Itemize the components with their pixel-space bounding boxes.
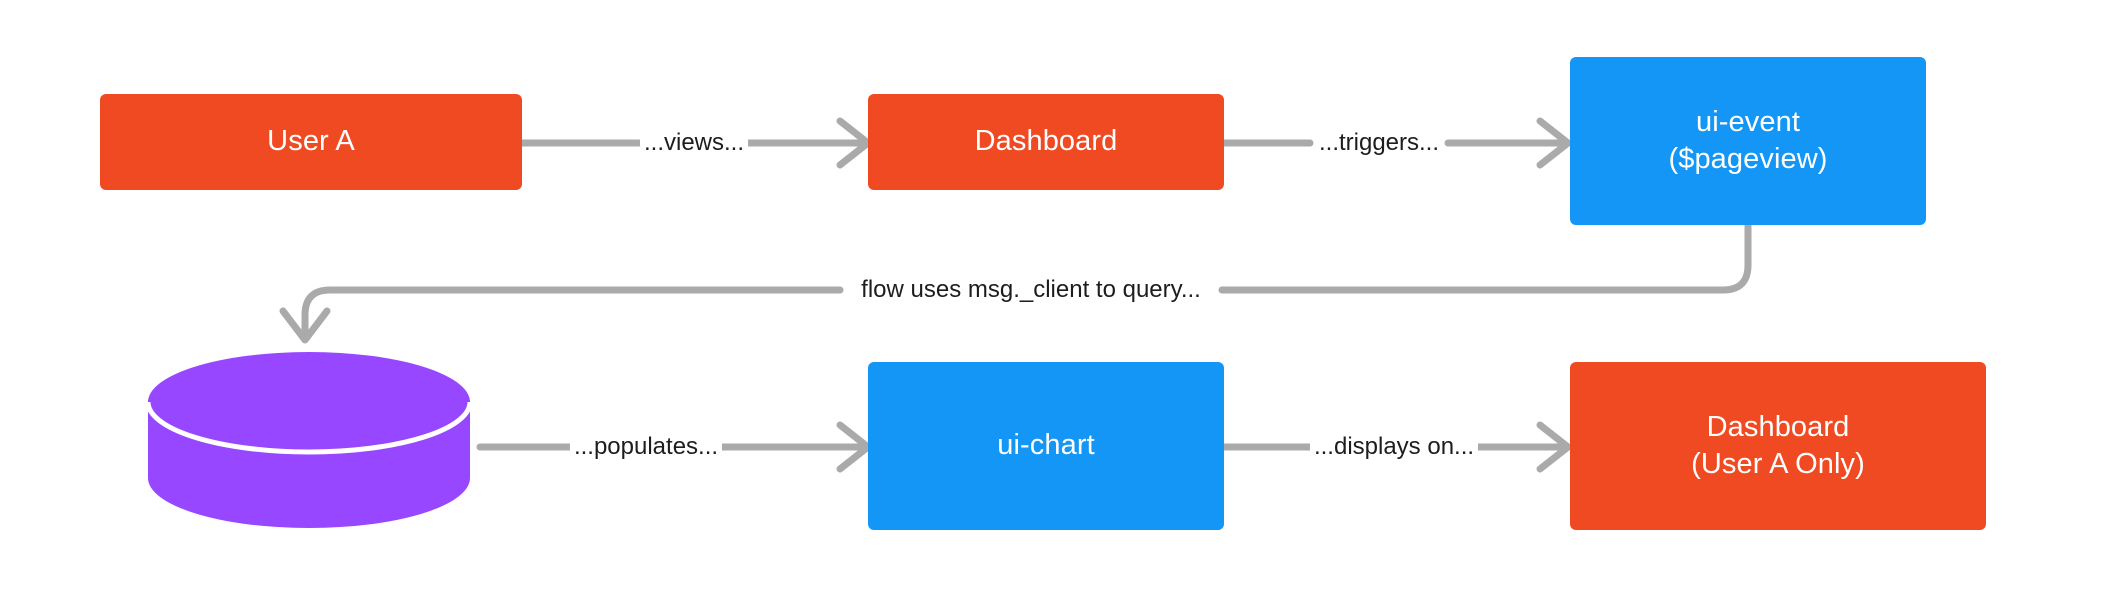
node-dashboard-top[interactable]: Dashboard — [868, 94, 1224, 190]
edge-label-displays: ...displays on... — [1309, 433, 1479, 461]
node-user-a[interactable]: User A — [100, 94, 522, 190]
node-dashboard-bottom-label: Dashboard — [1706, 410, 1850, 443]
edge-query-segment-right — [1218, 221, 1752, 294]
edge-label-triggers-text: ...triggers... — [1318, 129, 1440, 156]
edge-label-query-text: flow uses msg._client to query... — [861, 276, 1201, 303]
node-dashboard-bottom[interactable]: Dashboard (User A Only) — [1570, 362, 1986, 530]
edge-query-arrowhead — [279, 307, 331, 344]
edge-label-views-text: ...views... — [643, 129, 745, 156]
cylinder-top-ellipse — [148, 352, 470, 452]
edge-label-query: flow uses msg._client to query... — [857, 276, 1205, 304]
edge-displays-arrowhead — [1536, 421, 1572, 473]
edge-triggers-arrowhead — [1536, 117, 1572, 169]
edge-label-views: ...views... — [639, 129, 749, 157]
node-ui-event-sublabel: ($pageview) — [1668, 143, 1828, 175]
node-ui-event-label: ui-event — [1696, 105, 1800, 138]
cylinder-separator-line — [145, 401, 473, 455]
edge-query-segment-left — [301, 286, 844, 339]
node-ui-event[interactable]: ui-event ($pageview) — [1570, 57, 1926, 225]
node-dashboard-bottom-sublabel: (User A Only) — [1691, 448, 1865, 480]
node-ui-chart[interactable]: ui-chart — [868, 362, 1224, 530]
node-user-a-label: User A — [267, 125, 355, 158]
database-cylinder[interactable] — [145, 352, 473, 528]
node-ui-chart-label: ui-chart — [997, 429, 1095, 462]
edge-label-displays-text: ...displays on... — [1313, 433, 1475, 460]
edge-label-populates-text: ...populates... — [573, 433, 719, 460]
node-dashboard-top-label: Dashboard — [974, 125, 1118, 158]
edge-label-populates: ...populates... — [569, 433, 723, 461]
edge-label-triggers: ...triggers... — [1314, 129, 1444, 157]
